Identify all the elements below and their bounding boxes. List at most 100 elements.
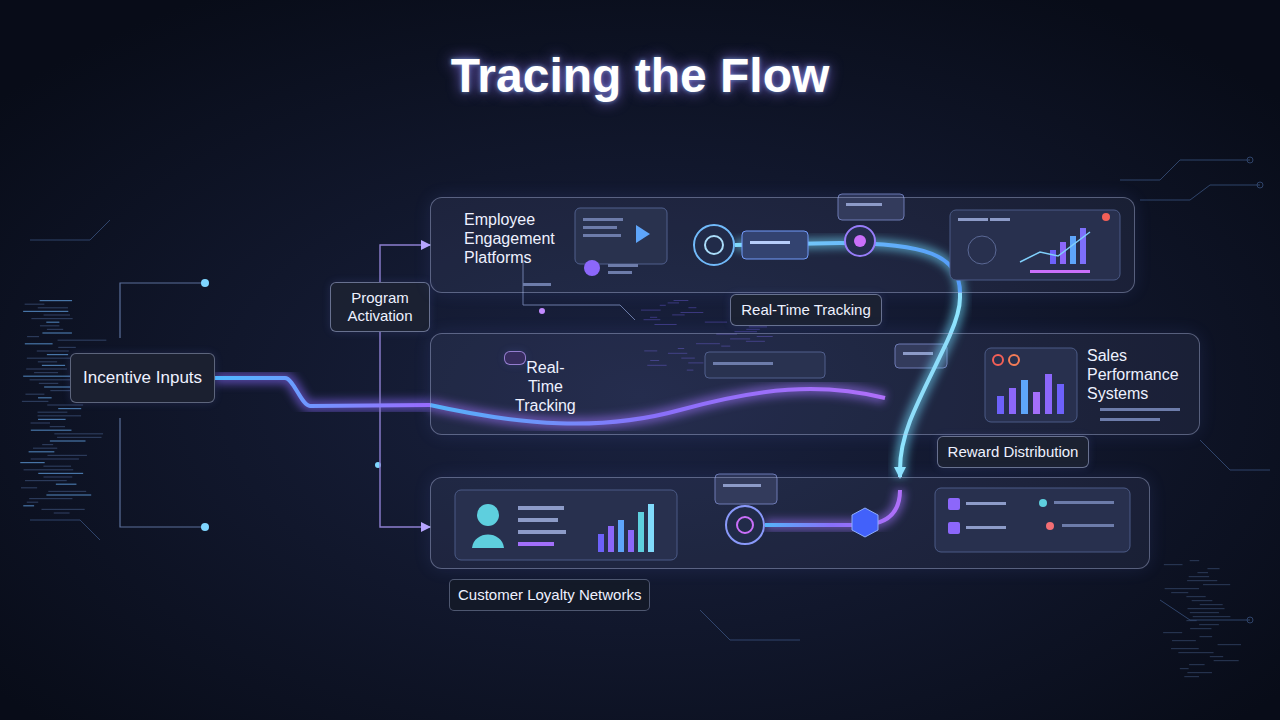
code-dash [43, 476, 72, 477]
code-dash [48, 491, 86, 492]
circuit-lines [30, 157, 1270, 640]
panel-heading: Customer Loyalty Networks [449, 579, 650, 611]
code-dash [37, 350, 69, 351]
code-dash [58, 340, 107, 341]
code-dash [40, 300, 72, 301]
code-dash [24, 469, 74, 470]
code-dash [54, 512, 70, 513]
code-dash [38, 397, 52, 398]
node-label: Real-Time Tracking [515, 358, 576, 416]
code-dash [25, 343, 53, 344]
code-dash [46, 322, 59, 323]
node-label: Program Activation [341, 289, 419, 325]
label-box: Reward Distribution [937, 436, 1090, 468]
code-dash [1188, 608, 1225, 609]
code-dash [1163, 632, 1182, 633]
code-dash [42, 365, 65, 366]
decor-shape [1247, 617, 1253, 623]
code-dash [44, 386, 70, 387]
code-dash [40, 325, 59, 326]
label-box: Incentive Inputs [70, 353, 215, 403]
decor-shape [1200, 440, 1270, 470]
code-dash [654, 324, 676, 325]
system-panel: Customer Loyalty Networks [430, 477, 1150, 569]
code-dash [21, 487, 37, 488]
code-dash [681, 312, 704, 313]
code-dash [42, 332, 71, 333]
decor-shape [30, 520, 100, 540]
code-dash [57, 437, 101, 438]
code-dash [34, 372, 58, 373]
code-dash [1180, 668, 1189, 669]
decor-shape [1120, 160, 1250, 180]
input-bracket [120, 283, 205, 527]
code-dash [749, 326, 767, 327]
code-dash [1197, 572, 1208, 573]
code-dash [668, 302, 679, 303]
code-dash [1193, 616, 1231, 617]
code-dash [50, 426, 65, 427]
code-dash [29, 498, 72, 499]
code-dash [1192, 600, 1213, 601]
decor-shape [201, 523, 209, 531]
code-dash [1210, 656, 1223, 657]
code-dash [1187, 580, 1217, 581]
decor-shape [120, 283, 205, 338]
code-dash [20, 462, 44, 463]
title: Tracing the Flow [0, 48, 1280, 103]
code-dash [1172, 640, 1196, 641]
code-dash [23, 505, 34, 506]
code-dash [1190, 628, 1211, 629]
label-box: Real-Time Tracking [730, 294, 881, 326]
code-dash [38, 473, 83, 474]
decor-shape [1160, 600, 1250, 620]
code-dash [47, 354, 68, 355]
decor-shape [700, 610, 800, 640]
flow-glow [215, 378, 430, 406]
code-dash [25, 480, 67, 481]
code-dash [38, 361, 57, 362]
code-dash [25, 394, 44, 395]
label-box: Program Activation [330, 282, 430, 332]
code-dash [31, 430, 72, 431]
code-dash [38, 412, 68, 413]
code-dash [688, 307, 696, 308]
code-dash [26, 368, 67, 369]
connector-arrow [380, 332, 430, 527]
code-dash [25, 304, 45, 305]
code-dash [1189, 576, 1209, 577]
code-dash [1207, 568, 1219, 569]
code-dash [650, 317, 657, 318]
node-label: Employee Engagement Platforms [464, 210, 576, 268]
code-dash [23, 376, 70, 377]
code-dash [47, 455, 86, 456]
code-dash [1218, 644, 1241, 645]
decor-shape [1247, 157, 1253, 163]
code-dash [1171, 592, 1188, 593]
code-dash [746, 329, 759, 330]
code-dash [31, 458, 79, 459]
code-dash [1190, 612, 1219, 613]
code-dash [705, 322, 727, 323]
code-dash [27, 336, 39, 337]
decor-shape [201, 279, 209, 287]
code-dash [1203, 584, 1230, 585]
code-dash [1189, 664, 1205, 665]
code-dash [1171, 648, 1199, 649]
code-dash [1199, 624, 1219, 625]
decor-shape [539, 308, 545, 314]
decor-shape [120, 418, 205, 527]
code-dash [1178, 652, 1213, 653]
code-dash [38, 419, 66, 420]
code-dash [58, 347, 76, 348]
code-dash [33, 448, 57, 449]
code-dash [39, 383, 58, 384]
node-label: Incentive Inputs [83, 368, 202, 388]
system-panel: Employee Engagement Platforms [430, 197, 1135, 293]
code-dash [1190, 560, 1200, 561]
title-text: Tracing the Flow [451, 49, 830, 102]
code-dash [27, 358, 76, 359]
code-dash [43, 466, 71, 467]
decor-shape [1257, 182, 1263, 188]
